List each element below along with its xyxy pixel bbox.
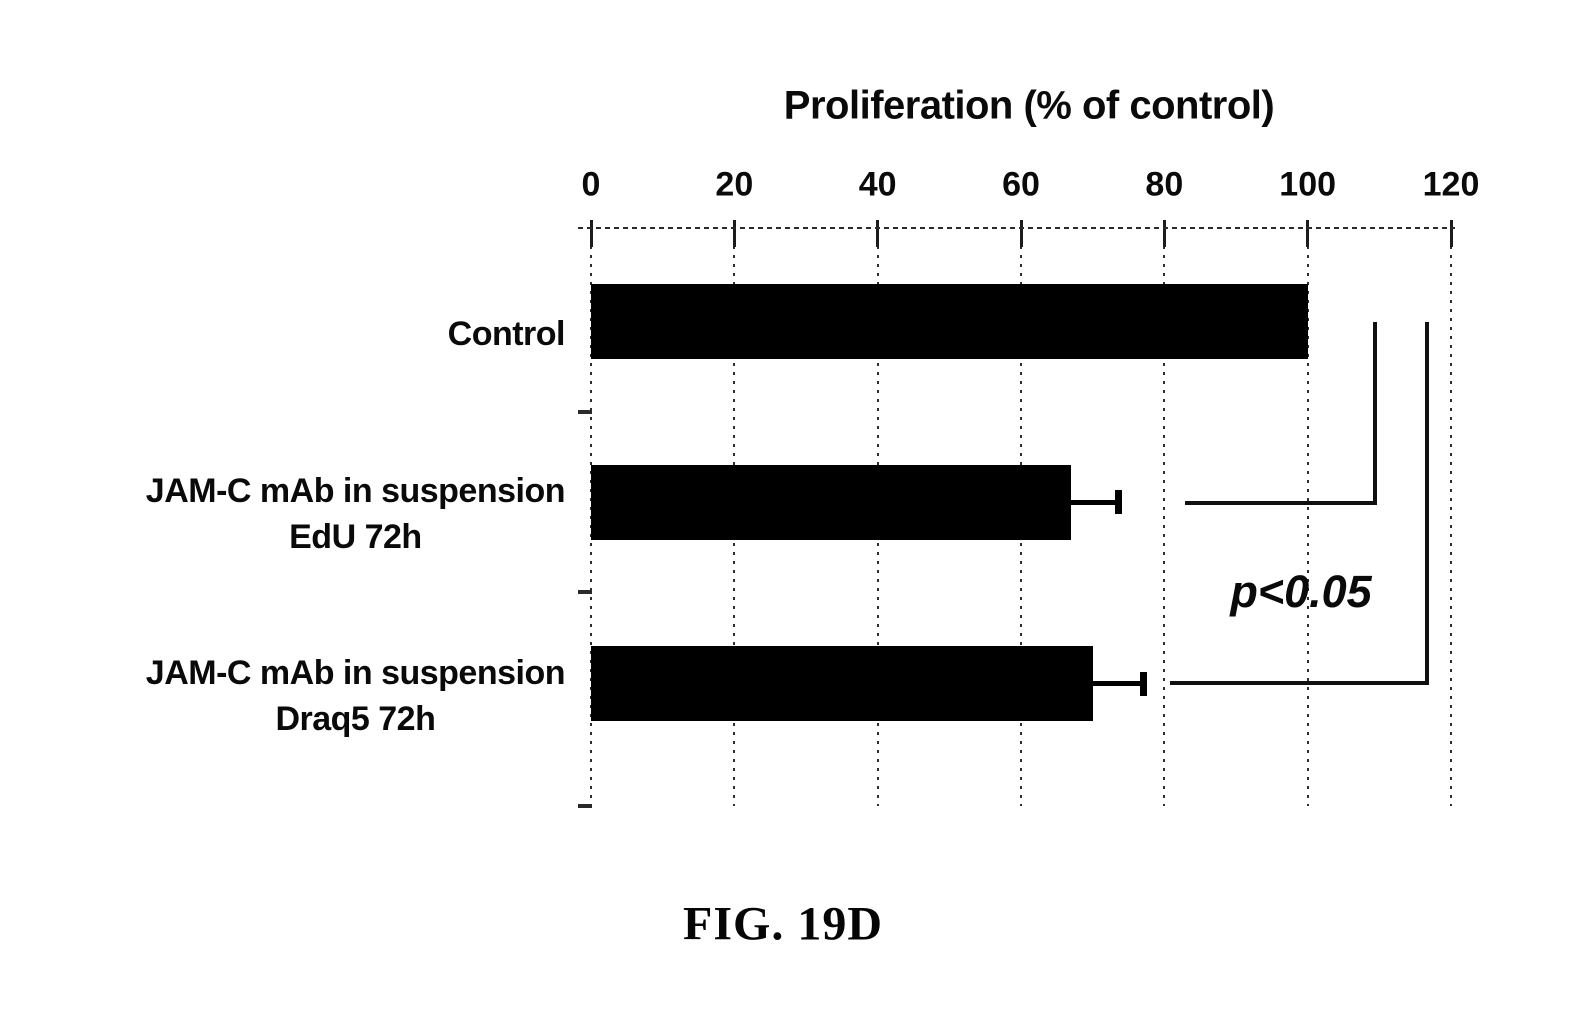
error-bar (1071, 499, 1118, 505)
x-tick-label: 60 (1002, 165, 1040, 204)
p-value-annotation: p<0.05 (1230, 566, 1372, 617)
figure-caption: FIG. 19D (683, 897, 883, 951)
gridline (1163, 228, 1166, 806)
significance-bracket-horizontal (1185, 501, 1377, 505)
x-tick-label: 100 (1279, 165, 1337, 204)
gridline (1450, 228, 1452, 806)
category-label-line: EdU 72h (289, 518, 422, 556)
x-tick-label: 80 (1145, 165, 1184, 204)
bar (591, 646, 1093, 721)
category-label-line: Draq5 72h (275, 699, 436, 738)
error-bar-cap (1139, 671, 1147, 696)
axis-tick (1019, 220, 1023, 247)
category-label-line: JAM-C mAb in suspension (145, 472, 566, 510)
x-tick-label: 120 (1422, 165, 1480, 204)
axis-tick (1162, 220, 1166, 247)
x-tick-label: 20 (715, 165, 754, 204)
axis-tick (1449, 220, 1453, 247)
bar (591, 464, 1072, 540)
x-tick-label: 0 (581, 165, 601, 204)
category-axis-tick (578, 410, 592, 414)
x-axis-line (578, 227, 1455, 229)
significance-bracket-horizontal (1170, 681, 1429, 685)
axis-tick (876, 220, 880, 247)
axis-tick (732, 220, 736, 247)
axis-tick (589, 220, 593, 247)
category-label-line: JAM-C mAb in suspension (145, 653, 566, 692)
significance-bracket-vertical (1425, 322, 1429, 685)
category-label: Control (447, 311, 566, 357)
chart-title: Proliferation (% of control) (783, 83, 1275, 128)
significance-bracket-vertical (1373, 322, 1377, 505)
error-bar-cap (1114, 490, 1122, 514)
gridline (1306, 228, 1309, 806)
x-tick-label: 40 (858, 165, 897, 204)
category-label-line: Control (447, 314, 566, 353)
bar (591, 284, 1308, 359)
category-axis-tick (578, 804, 592, 808)
error-bar (1092, 681, 1143, 686)
category-axis-tick (578, 590, 592, 594)
axis-tick (1306, 220, 1310, 247)
